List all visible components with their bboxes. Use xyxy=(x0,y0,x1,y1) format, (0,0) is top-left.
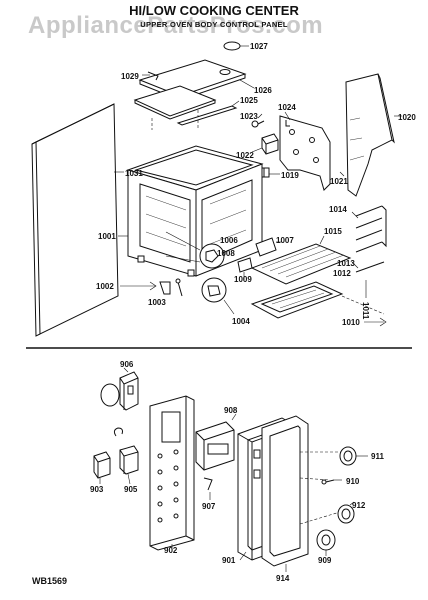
part-1015-oven-rack xyxy=(250,235,352,285)
part-906-switch xyxy=(100,367,139,411)
label-1003: 1003 xyxy=(148,298,166,307)
part-1024-control-bracket xyxy=(279,111,331,191)
label-1024: 1024 xyxy=(278,103,296,112)
label-1029: 1029 xyxy=(121,72,139,81)
label-1026: 1026 xyxy=(254,86,272,95)
label-912: 912 xyxy=(352,501,366,510)
part-1002-bracket xyxy=(120,281,171,295)
alignment-lines xyxy=(299,451,342,525)
label-914: 914 xyxy=(276,574,290,583)
label-1001: 1001 xyxy=(98,232,116,241)
label-1007: 1007 xyxy=(276,236,294,245)
drawing-code: WB1569 xyxy=(32,576,67,586)
part-1004-callout xyxy=(201,277,235,315)
label-905: 905 xyxy=(124,485,138,494)
label-1021: 1021 xyxy=(330,177,348,186)
part-1029-bracket xyxy=(142,71,159,81)
leader-1021 xyxy=(339,171,345,177)
part-905-switch xyxy=(113,427,139,485)
part-903-switch xyxy=(93,451,111,484)
label-1031: 1031 xyxy=(125,169,143,178)
label-1014: 1014 xyxy=(329,205,347,214)
part-1004-broiler-pan xyxy=(250,281,344,319)
part-1019-clip xyxy=(261,167,280,178)
part-1027-knob xyxy=(223,41,249,51)
part-1025-strip xyxy=(176,100,240,126)
leaders-1010-1011 xyxy=(341,280,387,327)
part-914-trim xyxy=(261,415,309,572)
part-908-display-board xyxy=(195,413,237,471)
label-1020: 1020 xyxy=(398,113,416,122)
label-908: 908 xyxy=(224,406,238,415)
part-907-clip xyxy=(203,477,213,500)
part-911-knob xyxy=(339,446,368,466)
part-912-knob xyxy=(337,501,355,524)
label-1012: 1012 xyxy=(333,269,351,278)
label-1022: 1022 xyxy=(236,151,254,160)
label-1009: 1009 xyxy=(234,275,252,284)
part-1012-rod xyxy=(351,261,385,273)
label-907: 907 xyxy=(202,502,216,511)
part-1031-side-panel xyxy=(31,103,124,337)
label-1006: 1006 xyxy=(220,236,238,245)
part-panel-under-top xyxy=(133,85,217,130)
part-1006-callout xyxy=(165,231,225,269)
watermark-text: AppliancePartsPros.com xyxy=(28,12,323,39)
part-1020-side-panel xyxy=(345,73,402,197)
label-1027: 1027 xyxy=(250,42,268,51)
label-1010: 1010 xyxy=(342,318,360,327)
label-901: 901 xyxy=(222,556,236,565)
label-909: 909 xyxy=(318,556,332,565)
label-911: 911 xyxy=(371,452,384,461)
label-1002: 1002 xyxy=(96,282,114,291)
diagram-title: HI/LOW COOKING CENTER xyxy=(129,3,299,18)
part-1001-oven-body xyxy=(118,145,264,277)
label-1019: 1019 xyxy=(281,171,299,180)
label-1015: 1015 xyxy=(324,227,342,236)
part-1003-screw xyxy=(175,278,183,297)
part-1023-screw xyxy=(251,113,265,128)
label-1023: 1023 xyxy=(240,112,258,121)
label-906: 906 xyxy=(120,360,134,369)
part-1007-bracket xyxy=(255,237,282,257)
label-1004: 1004 xyxy=(232,317,250,326)
label-910: 910 xyxy=(346,477,360,486)
part-902-panel xyxy=(149,395,195,551)
part-909-knob xyxy=(316,529,336,556)
label-1011: 1011 xyxy=(361,302,370,320)
diagram-subtitle: UPPER OVEN BODY CONTROL PANEL xyxy=(140,20,288,29)
label-903: 903 xyxy=(90,485,104,494)
part-1014-rack-guides xyxy=(351,205,387,253)
part-910-screw xyxy=(321,479,342,485)
label-902: 902 xyxy=(164,546,178,555)
label-1008: 1008 xyxy=(217,249,235,258)
part-1022-switch xyxy=(251,133,279,155)
label-1025: 1025 xyxy=(240,96,258,105)
label-1013: 1013 xyxy=(337,259,355,268)
